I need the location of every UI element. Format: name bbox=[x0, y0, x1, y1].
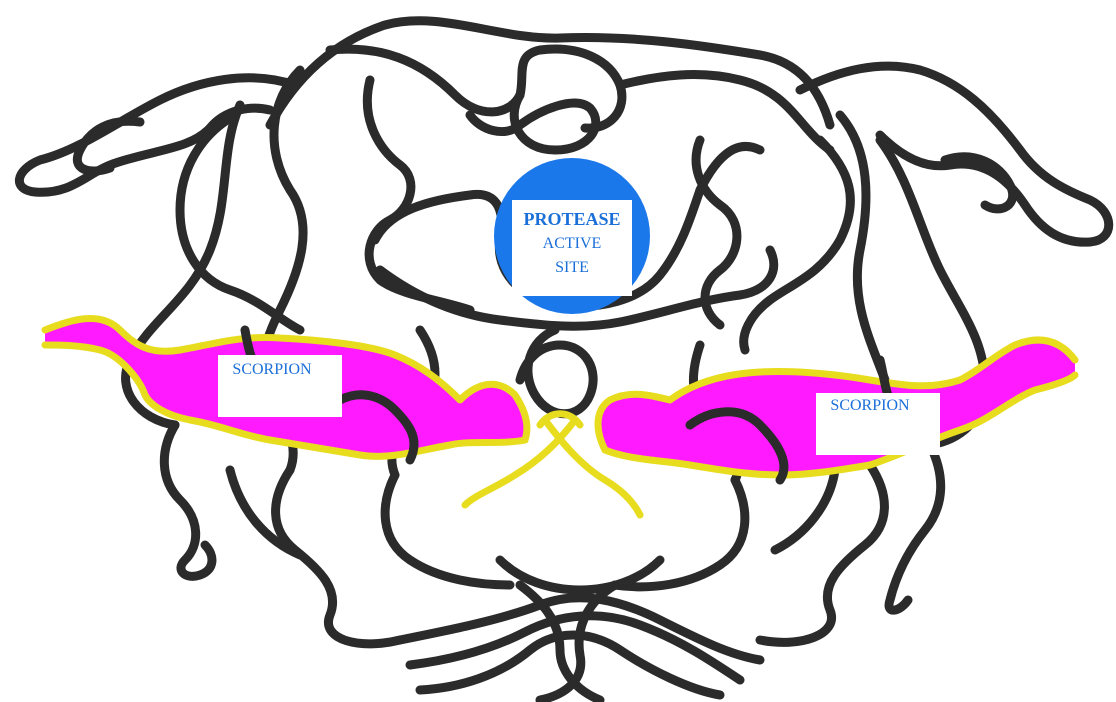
backbone-overlay-left bbox=[335, 390, 419, 465]
backbone-lower-right-1 bbox=[884, 440, 946, 615]
backbone-lower-left-2 bbox=[271, 465, 405, 649]
backbone-left-flap-inner bbox=[72, 116, 145, 176]
backbone-active-site-ring-lower bbox=[375, 245, 779, 331]
scorpion-right-label-box bbox=[816, 393, 940, 455]
ribbon-left-edge-bottom bbox=[41, 341, 529, 460]
ribbon-left-edge-top bbox=[41, 314, 531, 444]
backbone-bottom-strand-6 bbox=[495, 555, 665, 595]
backbone-bottom-strand-5 bbox=[535, 580, 620, 702]
active-site-label-line-2: ACTIVE bbox=[543, 235, 602, 252]
backbone-bottom-strand-3 bbox=[415, 630, 725, 700]
backbone-bottom-strand-4 bbox=[515, 580, 605, 702]
backbone-top-arch bbox=[265, 16, 835, 130]
backbone-right-upper-loop bbox=[691, 135, 742, 330]
scorpion-left-label: SCORPION bbox=[232, 361, 312, 378]
ribbon-center-strand-right bbox=[541, 416, 644, 519]
backbone-lower-left-3 bbox=[380, 470, 515, 590]
backbone-left-flap bbox=[14, 73, 300, 197]
active-site-marker: PROTEASE ACTIVE SITE bbox=[494, 158, 650, 314]
scorpion-left-marker: SCORPION bbox=[218, 355, 342, 417]
backbone-left-mid-loop bbox=[175, 110, 305, 335]
backbone-lower-left-4 bbox=[225, 465, 305, 560]
backbone-bottom-strand-1 bbox=[395, 593, 765, 665]
ribbon-center-cap bbox=[536, 410, 584, 429]
ribbon-right-edge-bottom bbox=[601, 371, 1079, 479]
backbone-top-right-arch bbox=[615, 70, 835, 155]
backbone-right-mid-loop bbox=[739, 135, 855, 355]
scorpion-right-label: SCORPION bbox=[830, 397, 910, 414]
backbone-center-loop bbox=[515, 325, 598, 419]
backbone-lower-right-2 bbox=[755, 460, 889, 647]
active-site-label-line-1: PROTEASE bbox=[523, 209, 620, 229]
scorpion-right-marker: SCORPION bbox=[816, 393, 940, 455]
active-site-label-line-3: SITE bbox=[555, 259, 589, 276]
active-site-label-box bbox=[512, 200, 632, 296]
backbone-lower-left-1 bbox=[159, 420, 217, 581]
backbone-right-flap-inner bbox=[940, 152, 1017, 214]
backbone-overlay-right bbox=[685, 407, 789, 485]
backbone-lower-right-4 bbox=[770, 465, 840, 555]
scorpion-left-label-box bbox=[218, 355, 342, 417]
backbone-top-loop-center bbox=[465, 90, 601, 155]
backbone-left-outer bbox=[121, 100, 245, 430]
backbone-lower-right-3 bbox=[610, 475, 750, 592]
backbone-right-flap bbox=[795, 61, 1114, 247]
ribbon-right-edge-top bbox=[594, 336, 1079, 454]
